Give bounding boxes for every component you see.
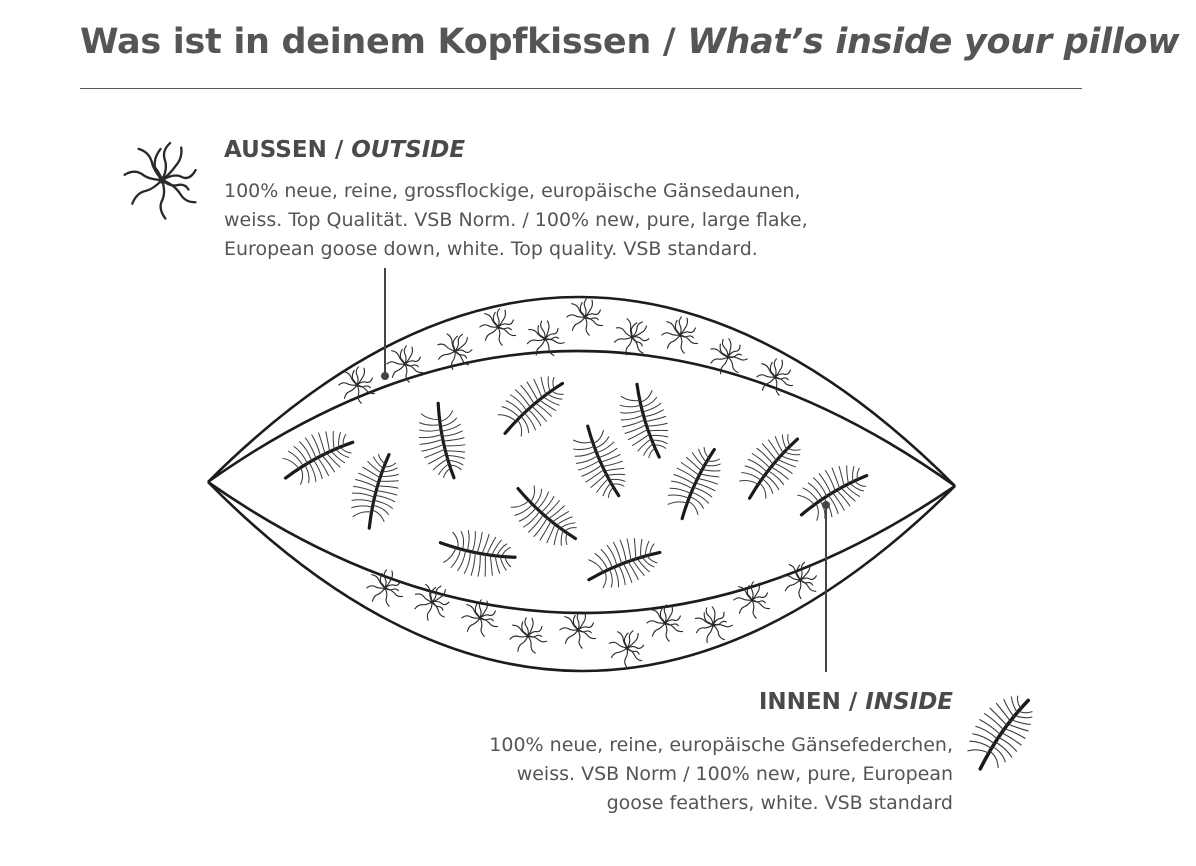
feather-icon — [341, 445, 410, 535]
inside-description: 100% neue, reine, europäische Gänsefeder… — [489, 731, 953, 818]
outside-callout-dot — [381, 372, 389, 380]
down-cluster-icon — [756, 358, 794, 396]
outside-heading-en: OUTSIDE — [351, 137, 466, 163]
feather-icon — [954, 682, 1048, 782]
callouts — [381, 268, 830, 672]
down-cluster-icon — [661, 316, 699, 354]
inside-heading-de: INNEN — [758, 689, 841, 715]
outer-bottom-edge — [207, 481, 956, 673]
title-de: Was ist in deinem Kopfkissen — [80, 22, 651, 62]
inside-description-line: weiss. VSB Norm / 100% new, pure, Europe… — [516, 763, 953, 785]
title-en: What’s inside your pillow — [687, 22, 1180, 62]
feather-icon — [786, 452, 878, 531]
outside-description-line: 100% neue, reine, grossflockige, europäi… — [224, 180, 801, 202]
down-layer — [338, 298, 821, 671]
feather-icon — [499, 474, 590, 560]
inside-heading: INNEN / INSIDE — [759, 689, 953, 715]
inner-bottom-edge — [207, 480, 956, 615]
down-cluster-icon — [479, 308, 517, 346]
inside-callout-dot — [822, 501, 830, 509]
down-cluster-icon — [118, 136, 205, 224]
down-cluster-icon — [366, 569, 404, 607]
down-cluster-icon — [566, 298, 604, 336]
down-cluster-icon — [559, 611, 597, 649]
down-cluster-icon — [604, 625, 650, 671]
feather-icon — [655, 436, 734, 528]
outside-heading-separator: / — [326, 137, 352, 163]
feather-icon — [409, 397, 475, 486]
title-divider — [80, 88, 1082, 89]
down-cluster-icon — [431, 327, 479, 375]
outside-heading-de: AUSSEN — [224, 137, 327, 163]
inside-description-line: 100% neue, reine, europäische Gänsefeder… — [489, 734, 953, 756]
page-title: Was ist in deinem Kopfkissen / What’s in… — [80, 22, 1180, 62]
down-cluster-icon — [733, 581, 771, 619]
feather-icon — [434, 525, 520, 583]
inside-heading-en: INSIDE — [865, 689, 953, 715]
inside-heading-separator: / — [840, 689, 866, 715]
feather-icon — [486, 362, 577, 448]
pillow-outline — [207, 295, 956, 673]
outside-description: 100% neue, reine, grossflockige, europäi… — [224, 177, 808, 264]
down-cluster-icon — [407, 577, 457, 627]
outside-heading: AUSSEN / OUTSIDE — [224, 137, 465, 163]
feather-icon — [578, 528, 668, 597]
outer-top-edge — [207, 295, 956, 487]
title-separator: / — [650, 22, 688, 62]
down-cluster-icon — [522, 316, 568, 362]
outside-description-line: European goose down, white. Top quality.… — [224, 238, 758, 260]
inside-description-line: goose feathers, white. VSB standard — [606, 792, 953, 814]
feather-icon — [561, 417, 639, 509]
feather-layer — [272, 362, 878, 597]
outside-description-line: weiss. Top Qualität. VSB Norm. / 100% ne… — [224, 209, 808, 231]
down-cluster-icon — [506, 614, 549, 658]
down-cluster-icon — [646, 604, 684, 642]
inner-top-edge — [207, 349, 956, 488]
feather-icon — [609, 377, 680, 467]
